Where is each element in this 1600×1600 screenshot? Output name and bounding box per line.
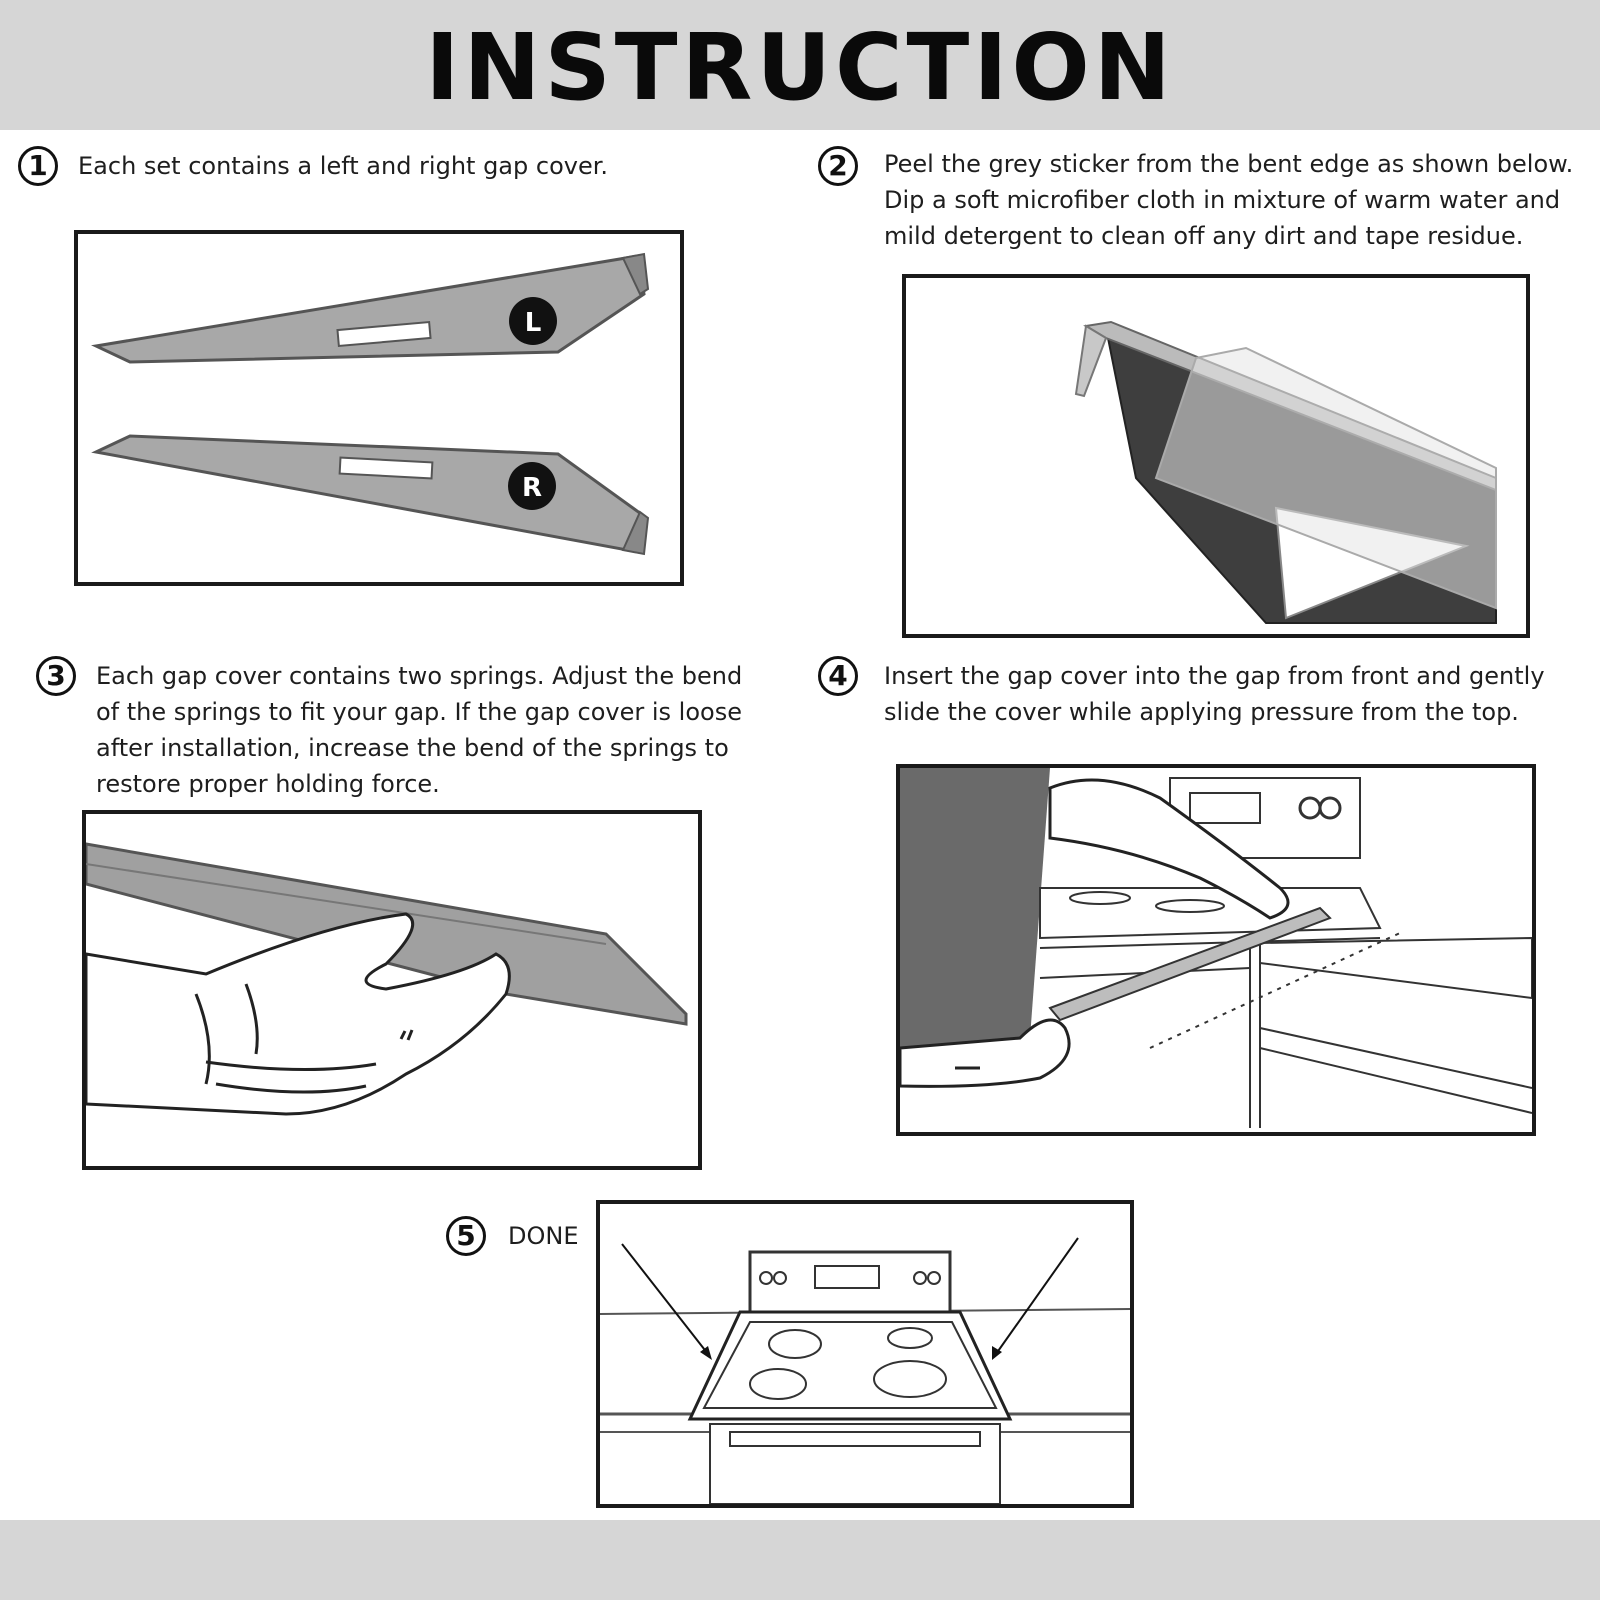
page-title: INSTRUCTION [425,14,1175,121]
lower-arm [900,1018,1071,1088]
step-4-line: slide the cover while applying pressure … [884,698,1519,726]
footer-band [0,1520,1600,1600]
step-2-line: mild detergent to clean off any dirt and… [884,222,1524,250]
step-4-text: Insert the gap cover into the gap from f… [884,658,1545,730]
step-2-line: Dip a soft microfiber cloth in mixture o… [884,186,1561,214]
header-band [0,0,1600,130]
step-2-number: 2 [818,146,858,186]
step-5-number: 5 [446,1216,486,1256]
step-3-text: Each gap cover contains two springs. Adj… [96,658,742,802]
gap-covers-illustration: L R [91,252,650,556]
finished-stove-illustration [600,1237,1130,1504]
right-badge-label: R [522,473,542,503]
step-3-line: of the springs to fit your gap. If the g… [96,698,742,726]
step-2-line: Peel the grey sticker from the bent edge… [884,150,1574,178]
hand [86,912,511,1116]
step-5-panel [596,1200,1134,1508]
sticker-peel-illustration [1074,320,1497,624]
left-gap-cover [91,254,646,364]
right-badge-circle [508,462,556,510]
step-2-text: Peel the grey sticker from the bent edge… [884,146,1573,254]
left-arrow [621,1243,709,1355]
step-1-panel: L R [74,230,684,586]
step-5-text: DONE [508,1222,579,1250]
step-4-panel [896,764,1536,1136]
gap-cover-strip [1048,906,1332,1022]
step-3-number: 3 [36,656,76,696]
right-gap-cover [91,434,646,554]
upper-arm [1048,778,1290,920]
step-1-text: Each set contains a left and right gap c… [78,152,609,180]
step-4-number: 4 [818,656,858,696]
install-illustration [900,768,1532,1128]
left-badge-label: L [525,308,542,338]
plastic-sticker [1154,346,1497,610]
step-3-line: restore proper holding force. [96,770,440,798]
step-3-panel [82,810,702,1170]
step-3-line: Each gap cover contains two springs. Adj… [96,662,743,690]
right-arrow [995,1237,1079,1355]
spring-adjust-illustration [86,842,688,1116]
step-3-line: after installation, increase the bend of… [96,734,729,762]
step-2-panel [902,274,1530,638]
step-1-number: 1 [18,146,58,186]
left-badge-circle [509,297,557,345]
step-4-line: Insert the gap cover into the gap from f… [884,662,1545,690]
